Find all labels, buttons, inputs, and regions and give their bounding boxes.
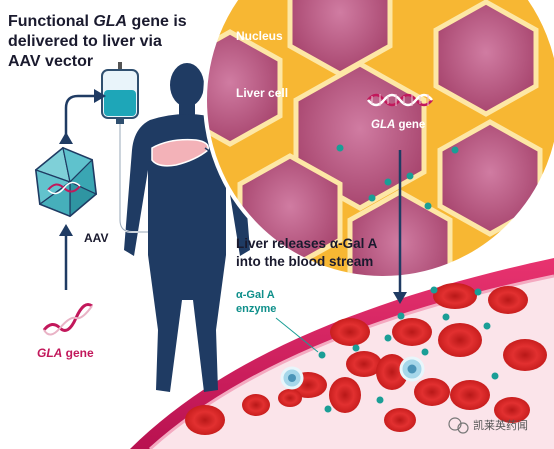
red-blood-cells xyxy=(185,283,547,435)
flow-arrows-left xyxy=(64,94,98,290)
liver-zoom-circle xyxy=(203,0,554,280)
enzyme-line-1: α-Gal A xyxy=(236,289,275,301)
gla-gene-inner-label: GLA gene xyxy=(371,119,425,131)
release-line-2: into the blood stream xyxy=(236,254,373,269)
arrow-head-up-2 xyxy=(59,132,73,144)
dna-helix-left-icon xyxy=(42,303,93,336)
release-line-1: Liver releases α-Gal A xyxy=(236,236,378,251)
arrow-head-up xyxy=(59,224,73,236)
aav-label: AAV xyxy=(84,231,108,245)
human-silhouette xyxy=(124,63,250,392)
gla-gene-left-label: GLA gene xyxy=(37,346,94,360)
white-blood-cells xyxy=(280,356,425,390)
watermark-text: 凯莱英药闻 xyxy=(473,418,528,432)
arrow-head-right xyxy=(94,89,106,103)
title-line-2: delivered to liver via xyxy=(8,33,162,50)
enzyme-pointer-line xyxy=(275,317,319,353)
title-text: Functional GLA gene is delivered to live… xyxy=(8,13,187,70)
title-line-1: Functional GLA gene is xyxy=(8,13,187,30)
enzyme-line-2: enzyme xyxy=(236,303,276,315)
liver-cell-label: Liver cell xyxy=(236,86,288,100)
enzyme-dots-blood xyxy=(318,286,499,413)
dna-helix-nucleus-icon xyxy=(367,93,433,107)
nucleus-label: Nucleus xyxy=(236,29,283,43)
release-arrow xyxy=(393,150,407,304)
title-line-3: AAV vector xyxy=(8,53,93,70)
aav-capsid-icon xyxy=(34,146,98,218)
watermark: 凯莱英药闻 xyxy=(448,417,528,434)
